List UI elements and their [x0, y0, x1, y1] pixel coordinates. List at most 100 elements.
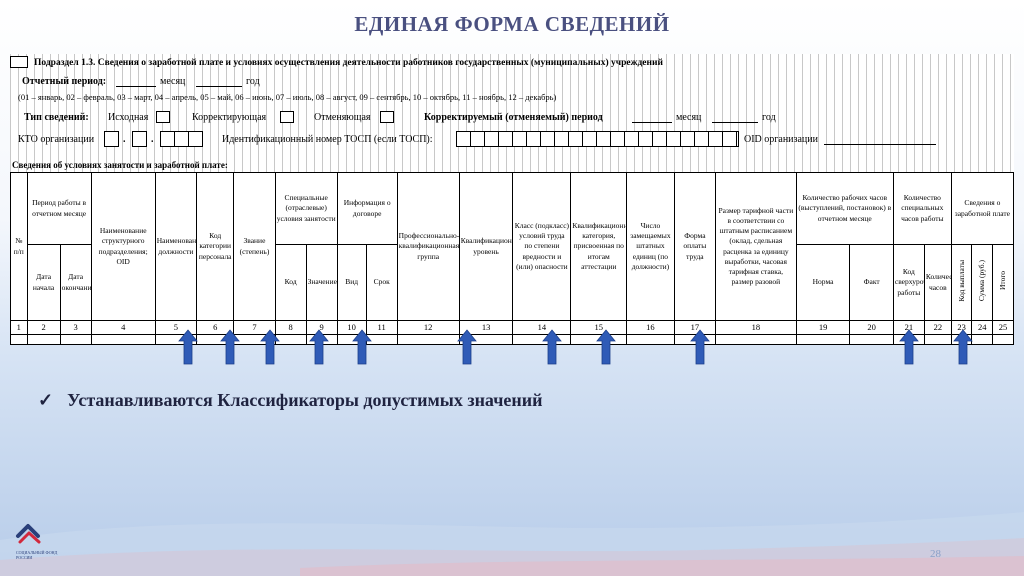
data-cell[interactable]	[892, 334, 925, 346]
type-initial-label: Исходная	[108, 112, 149, 123]
th-code: Код	[274, 244, 307, 321]
period-year-label: год	[246, 76, 260, 87]
oid-field[interactable]	[824, 134, 936, 145]
decorative-wave	[0, 512, 1024, 576]
checkmark-icon: ✓	[38, 390, 54, 410]
type-label: Тип сведений:	[24, 112, 89, 123]
corrected-month-field[interactable]	[632, 112, 672, 123]
corrected-year-label: год	[762, 112, 776, 123]
column-number: 17	[673, 319, 717, 336]
th-term: Срок	[365, 244, 398, 321]
th-period-group: Период работы в отчетном месяце	[26, 172, 92, 245]
data-cell[interactable]	[396, 334, 460, 346]
data-cell[interactable]	[10, 334, 28, 346]
period-year-field[interactable]	[196, 76, 242, 87]
data-cell[interactable]	[336, 334, 367, 346]
column-number: 2	[26, 319, 61, 336]
data-cell[interactable]	[90, 334, 156, 346]
data-cell[interactable]	[923, 334, 952, 346]
sfr-logo-icon	[16, 524, 41, 544]
th-tariff: Размер тарифной части в соответствии со …	[715, 172, 797, 321]
data-cell[interactable]	[196, 334, 235, 346]
column-number: 4	[90, 319, 156, 336]
data-entry-row[interactable]	[10, 334, 1014, 346]
corrected-year-field[interactable]	[712, 112, 758, 123]
column-number: 14	[512, 319, 572, 336]
tosp-field[interactable]	[456, 131, 739, 147]
th-kind: Вид	[336, 244, 367, 321]
th-special-hours-group: Количество специальных часов работы	[892, 172, 952, 245]
data-cell[interactable]	[458, 334, 514, 346]
type-corrective-checkbox[interactable]	[280, 111, 294, 123]
corrected-month-label: месяц	[676, 112, 702, 123]
th-overtime-code: Код сверхурочной работы	[892, 244, 925, 321]
data-cell[interactable]	[233, 334, 276, 346]
data-cell[interactable]	[715, 334, 797, 346]
subsection-checkbox[interactable]	[10, 56, 28, 68]
column-number: 8	[274, 319, 307, 336]
data-cell[interactable]	[950, 334, 973, 346]
bullet-item: ✓ Устанавливаются Классификаторы допустим…	[38, 390, 542, 411]
column-number: 10	[336, 319, 367, 336]
column-number: 5	[154, 319, 198, 336]
th-class: Класс (подкласс) условий труда по степен…	[512, 172, 572, 321]
column-number: 3	[59, 319, 92, 336]
slide-title: ЕДИНАЯ ФОРМА СВЕДЕНИЙ	[354, 12, 670, 36]
th-pay-form: Форма оплаты труда	[673, 172, 717, 321]
type-cancel-checkbox[interactable]	[380, 111, 394, 123]
kto-field-2[interactable]	[132, 131, 147, 147]
data-cell[interactable]	[512, 334, 572, 346]
kto-field-3[interactable]	[160, 131, 203, 147]
th-category: Код категории персонала	[196, 172, 235, 321]
oid-label: OID организации	[744, 134, 818, 145]
table-caption: Сведения об условиях занятости и заработ…	[12, 160, 228, 170]
page-number: 28	[930, 548, 941, 560]
th-contract-group: Информация о договоре	[336, 172, 398, 245]
column-number: 18	[715, 319, 797, 336]
data-cell[interactable]	[570, 334, 628, 346]
th-prof-group: Профессионально-квалификационная группа	[396, 172, 460, 321]
th-pay-code: Код выплаты	[950, 244, 973, 321]
period-hint: (01 – январь, 02 – февраль, 03 – март, 0…	[18, 92, 557, 102]
data-cell[interactable]	[365, 334, 398, 346]
conditions-table: № п/п Период работы в отчетном месяце На…	[10, 172, 1015, 346]
kto-field-1[interactable]	[104, 131, 119, 147]
column-number: 20	[849, 319, 894, 336]
data-cell[interactable]	[992, 334, 1014, 346]
data-cell[interactable]	[59, 334, 92, 346]
data-cell[interactable]	[26, 334, 61, 346]
tosp-label: Идентификационный номер ТОСП (если ТОСП)…	[222, 134, 433, 145]
th-value: Значение	[305, 244, 338, 321]
th-sum: Сумма (руб.)	[971, 244, 994, 321]
data-cell[interactable]	[795, 334, 851, 346]
data-cell[interactable]	[849, 334, 894, 346]
data-cell[interactable]	[673, 334, 717, 346]
data-cell[interactable]	[274, 334, 307, 346]
column-number: 23	[950, 319, 973, 336]
type-cancel-label: Отменяющая	[314, 112, 371, 123]
subsection-title: Подраздел 1.3. Сведения о заработной пла…	[34, 58, 663, 68]
period-month-field[interactable]	[116, 76, 156, 87]
data-cell[interactable]	[971, 334, 994, 346]
bullet-text: Устанавливаются Классификаторы допустимы…	[67, 390, 543, 410]
th-sum-label: Сумма (руб.)	[977, 260, 987, 302]
period-label: Отчетный период:	[22, 76, 107, 87]
column-number: 21	[892, 319, 925, 336]
data-cell[interactable]	[626, 334, 675, 346]
data-cell[interactable]	[305, 334, 338, 346]
column-number: 12	[396, 319, 460, 336]
th-total: Итого	[992, 244, 1014, 321]
column-number: 15	[570, 319, 628, 336]
th-special-group: Специальные (отраслевые) условия занятос…	[274, 172, 338, 245]
data-cell[interactable]	[154, 334, 198, 346]
column-number: 6	[196, 319, 235, 336]
column-number: 24	[971, 319, 994, 336]
column-number: 16	[626, 319, 675, 336]
logo-line-2: РОССИИ	[16, 555, 33, 560]
th-norm: Норма	[795, 244, 851, 321]
form-area: Подраздел 1.3. Сведения о заработной пла…	[10, 54, 1015, 346]
th-num: № п/п	[10, 172, 28, 321]
th-fact: Факт	[849, 244, 894, 321]
type-initial-checkbox[interactable]	[156, 111, 170, 123]
